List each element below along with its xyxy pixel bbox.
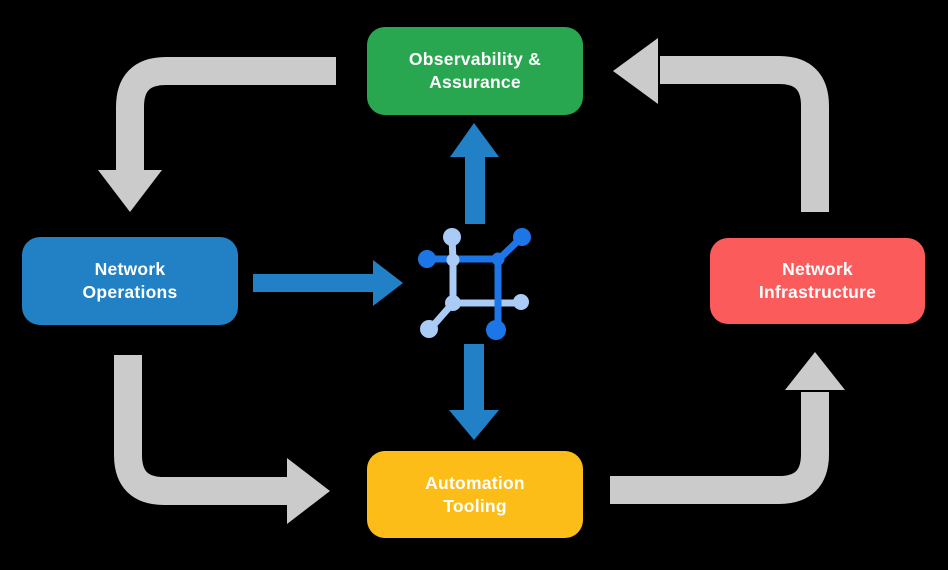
arrowhead-center-to-automation <box>449 410 499 440</box>
node-operations-label-line1: Network <box>94 259 166 279</box>
node-observability-label-line1: Observability & <box>408 49 542 69</box>
arrowhead-operations-to-center <box>373 260 403 306</box>
node-observability-label-line2: Assurance <box>429 72 521 92</box>
cycle-arrows <box>98 38 845 524</box>
arrow-infrastructure-to-observability <box>660 56 829 212</box>
node-operations-label-line2: Operations <box>82 282 178 302</box>
node-infrastructure: Network Infrastructure <box>710 238 925 324</box>
arrow-observability-to-operations <box>116 57 336 172</box>
network-mesh-icon <box>418 228 531 340</box>
arrowhead-infrastructure-to-observability <box>613 38 658 104</box>
network-mesh-icon-dark-top <box>423 234 525 264</box>
arrowhead-operations-to-automation <box>287 458 330 524</box>
network-mesh-icon-node <box>513 294 529 310</box>
node-operations: Network Operations <box>22 237 238 325</box>
node-infrastructure-label-line1: Network <box>782 259 853 279</box>
network-mesh-icon-node <box>443 228 461 246</box>
arrowhead-center-to-observability <box>450 123 499 157</box>
node-automation: Automation Tooling <box>367 451 583 538</box>
network-mesh-icon-node <box>445 295 461 311</box>
node-infrastructure-label-line2: Infrastructure <box>758 282 877 302</box>
network-mesh-icon-node <box>420 320 438 338</box>
arrow-automation-to-infrastructure <box>610 392 829 504</box>
network-mesh-icon-node <box>446 253 460 267</box>
hub-arrows <box>253 123 499 440</box>
network-mesh-icon-node <box>418 250 436 268</box>
arrowhead-observability-to-operations <box>98 170 162 212</box>
node-automation-label-line1: Automation <box>425 472 525 493</box>
network-mesh-icon-node <box>486 320 506 340</box>
arrow-operations-to-automation <box>114 355 289 505</box>
node-observability: Observability & Assurance <box>367 27 583 115</box>
network-mesh-icon-node <box>513 228 531 246</box>
node-automation-label-line2: Tooling <box>443 495 507 516</box>
arrowhead-automation-to-infrastructure <box>785 352 845 390</box>
